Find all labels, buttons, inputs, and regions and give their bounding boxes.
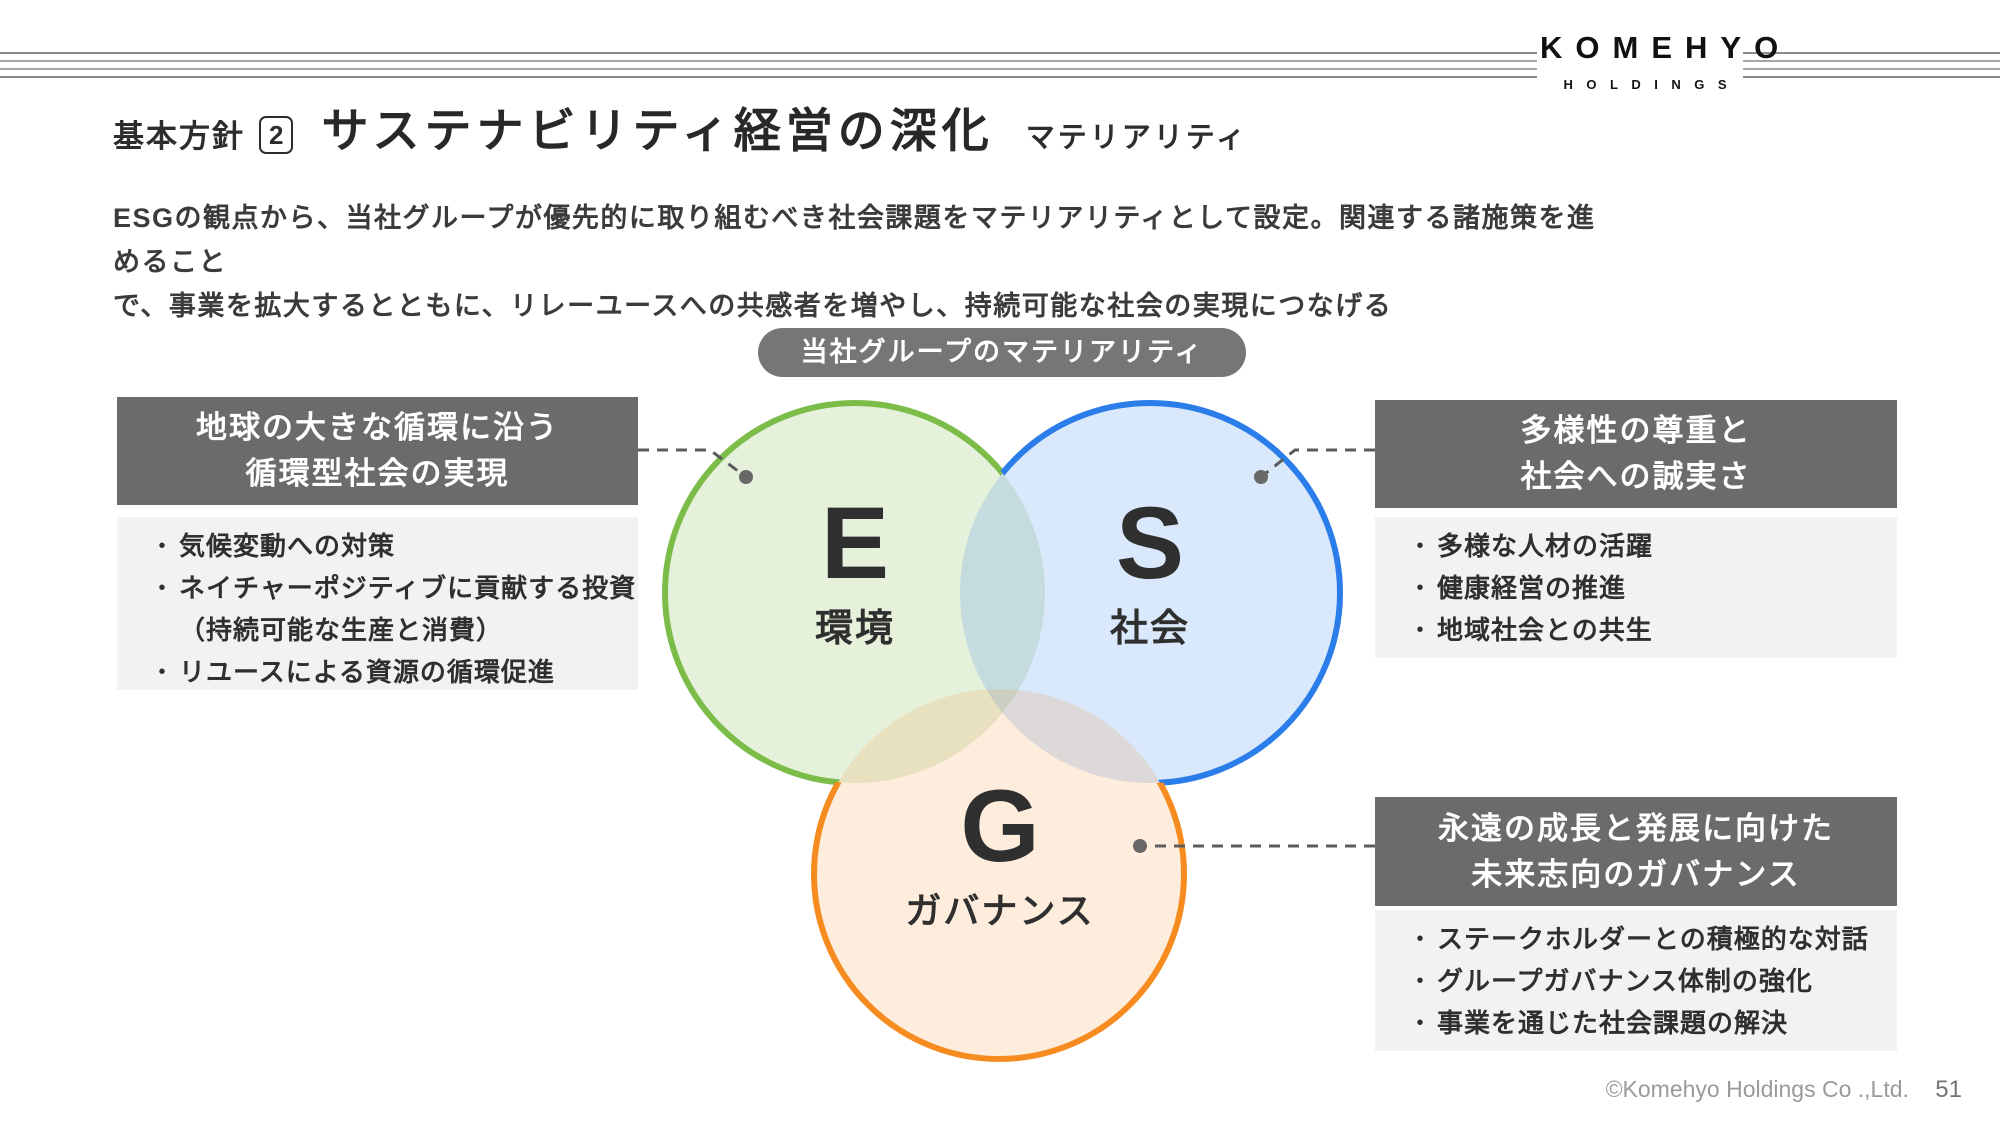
- bullet-text: 多様な人材の活躍: [1437, 531, 1654, 561]
- connector-social-dot: [1254, 470, 1268, 484]
- description-line-2: で、事業を拡大するとともに、リレーユースへの共感者を増やし、持続可能な社会の実現…: [113, 291, 1393, 321]
- footer-copyright: ©Komehyo Holdings Co .,Ltd.: [1605, 1076, 1909, 1102]
- bullet-text: 気候変動への対策: [179, 531, 396, 561]
- bullet-text: 地域社会との共生: [1437, 615, 1653, 645]
- bullet-marker: •: [158, 661, 166, 683]
- topic-title-line: 永遠の成長と発展に向けた: [1438, 810, 1834, 846]
- topic-title-line: 社会への誠実さ: [1520, 459, 1752, 494]
- bullet-row: • リユースによる資源の循環促進: [145, 651, 638, 693]
- environment-letter: E: [820, 486, 890, 600]
- title-row: 基本方針 2 サステナビリティ経営の深化 マテリアリティ: [113, 92, 1248, 161]
- topic-governance-body: • ステークホルダーとの積極的な対話 • グループガバナンス体制の強化 • 事業…: [1375, 910, 1897, 1051]
- bullet-row: • 多様な人材の活躍: [1403, 525, 1897, 567]
- header-rule-line: [0, 68, 1537, 70]
- esg-venn-diagram: [638, 400, 1375, 1062]
- bullet-text: ネイチャーポジティブに貢献する投資: [179, 573, 637, 603]
- connector-environment-dot: [739, 470, 753, 484]
- footer-page-number: 51: [1935, 1076, 1962, 1103]
- bullet-continuation: （持続可能な生産と消費）: [179, 615, 504, 645]
- bullet-row: • ステークホルダーとの積極的な対話: [1403, 918, 1897, 960]
- environment-circle-stroke: [662, 400, 1048, 786]
- bullet-text: 事業を通じた社会課題の解決: [1437, 1008, 1789, 1038]
- header-rule-line: [1743, 52, 2000, 54]
- bullet-marker: •: [1416, 619, 1424, 641]
- social-label: 社会: [1109, 608, 1190, 650]
- header-rule-line: [0, 76, 1537, 78]
- topic-social-header: 多様性の尊重と 社会への誠実さ: [1375, 400, 1897, 508]
- bullet-marker: •: [158, 535, 166, 557]
- connector-social: [1260, 448, 1375, 479]
- komehyo-logo: KOMEHYO HOLDINGS: [1540, 30, 1778, 92]
- governance-circle-label: G ガバナンス: [878, 775, 1122, 929]
- bullet-row: • 健康経営の推進: [1403, 567, 1897, 609]
- policy-number-badge: 2: [259, 116, 294, 154]
- bullet-row: • グループガバナンス体制の強化: [1403, 960, 1897, 1002]
- topic-governance-header: 永遠の成長と発展に向けた 未来志向のガバナンス: [1375, 797, 1897, 906]
- bullet-marker: •: [1416, 535, 1424, 557]
- topic-title-line: 未来志向のガバナンス: [1471, 856, 1801, 892]
- slide-title: サステナビリティ経営の深化: [321, 104, 994, 157]
- governance-circle-stroke: [811, 686, 1187, 1062]
- materiality-badge: 当社グループのマテリアリティ: [758, 328, 1246, 377]
- social-circle-label: S 社会: [1050, 492, 1250, 648]
- bullet-marker: •: [1416, 928, 1424, 950]
- topic-title-line: 多様性の尊重と: [1520, 413, 1752, 448]
- environment-label: 環境: [814, 608, 895, 650]
- description-line-1: ESGの観点から、当社グループが優先的に取り組むべき社会課題をマテリアリティとし…: [113, 203, 1596, 277]
- environment-circle-fill: [665, 403, 1045, 783]
- slide-description: ESGの観点から、当社グループが優先的に取り組むべき社会課題をマテリアリティとし…: [113, 196, 1613, 328]
- bullet-marker: •: [1416, 577, 1424, 599]
- social-circle-fill: [960, 403, 1340, 783]
- bullet-text: ステークホルダーとの積極的な対話: [1437, 924, 1869, 954]
- bullet-row: • 事業を通じた社会課題の解決: [1403, 1002, 1897, 1044]
- social-letter: S: [1115, 486, 1185, 600]
- policy-label: 基本方針: [113, 119, 245, 154]
- bullet-marker: •: [1416, 1012, 1424, 1034]
- topic-environment-header: 地球の大きな循環に沿う 循環型社会の実現: [117, 397, 638, 505]
- topic-title-line: 循環型社会の実現: [245, 456, 510, 491]
- bullet-marker: •: [158, 577, 166, 599]
- environment-circle-label: E 環境: [755, 492, 955, 648]
- header-rule-line: [1743, 60, 2000, 62]
- bullet-row: • ネイチャーポジティブに貢献する投資: [145, 567, 638, 609]
- topic-title-line: 地球の大きな循環に沿う: [196, 410, 559, 445]
- connector-governance-dot: [1133, 839, 1147, 853]
- topic-social-body: • 多様な人材の活躍 • 健康経営の推進 • 地域社会との共生: [1375, 517, 1897, 658]
- header-rule-left: [0, 52, 1537, 80]
- header-rule-line: [1743, 76, 2000, 78]
- governance-letter: G: [960, 769, 1040, 883]
- slide-subtitle: マテリアリティ: [1025, 122, 1248, 154]
- bullet-marker: •: [1416, 970, 1424, 992]
- header-rule-line: [1743, 68, 2000, 70]
- governance-label: ガバナンス: [905, 890, 1095, 931]
- header-rule-line: [0, 60, 1537, 62]
- bullet-row: • 気候変動への対策: [145, 525, 638, 567]
- bullet-text: 健康経営の推進: [1437, 573, 1627, 603]
- social-circle-stroke: [957, 400, 1343, 786]
- governance-circle-fill: [814, 689, 1184, 1059]
- bullet-text: グループガバナンス体制の強化: [1437, 966, 1813, 996]
- logo-wordmark: KOMEHYO: [1540, 30, 1792, 65]
- logo-subtext: HOLDINGS: [1563, 77, 1741, 92]
- header-rule-line: [0, 52, 1537, 54]
- connector-environment: [638, 448, 747, 479]
- header-rule-right: [1743, 52, 2000, 80]
- footer: ©Komehyo Holdings Co .,Ltd. 51: [1606, 1076, 1962, 1104]
- topic-environment-body: • 気候変動への対策 • ネイチャーポジティブに貢献する投資 （持続可能な生産と…: [117, 517, 638, 690]
- bullet-row: • 地域社会との共生: [1403, 609, 1897, 651]
- bullet-text: リユースによる資源の循環促進: [179, 657, 555, 687]
